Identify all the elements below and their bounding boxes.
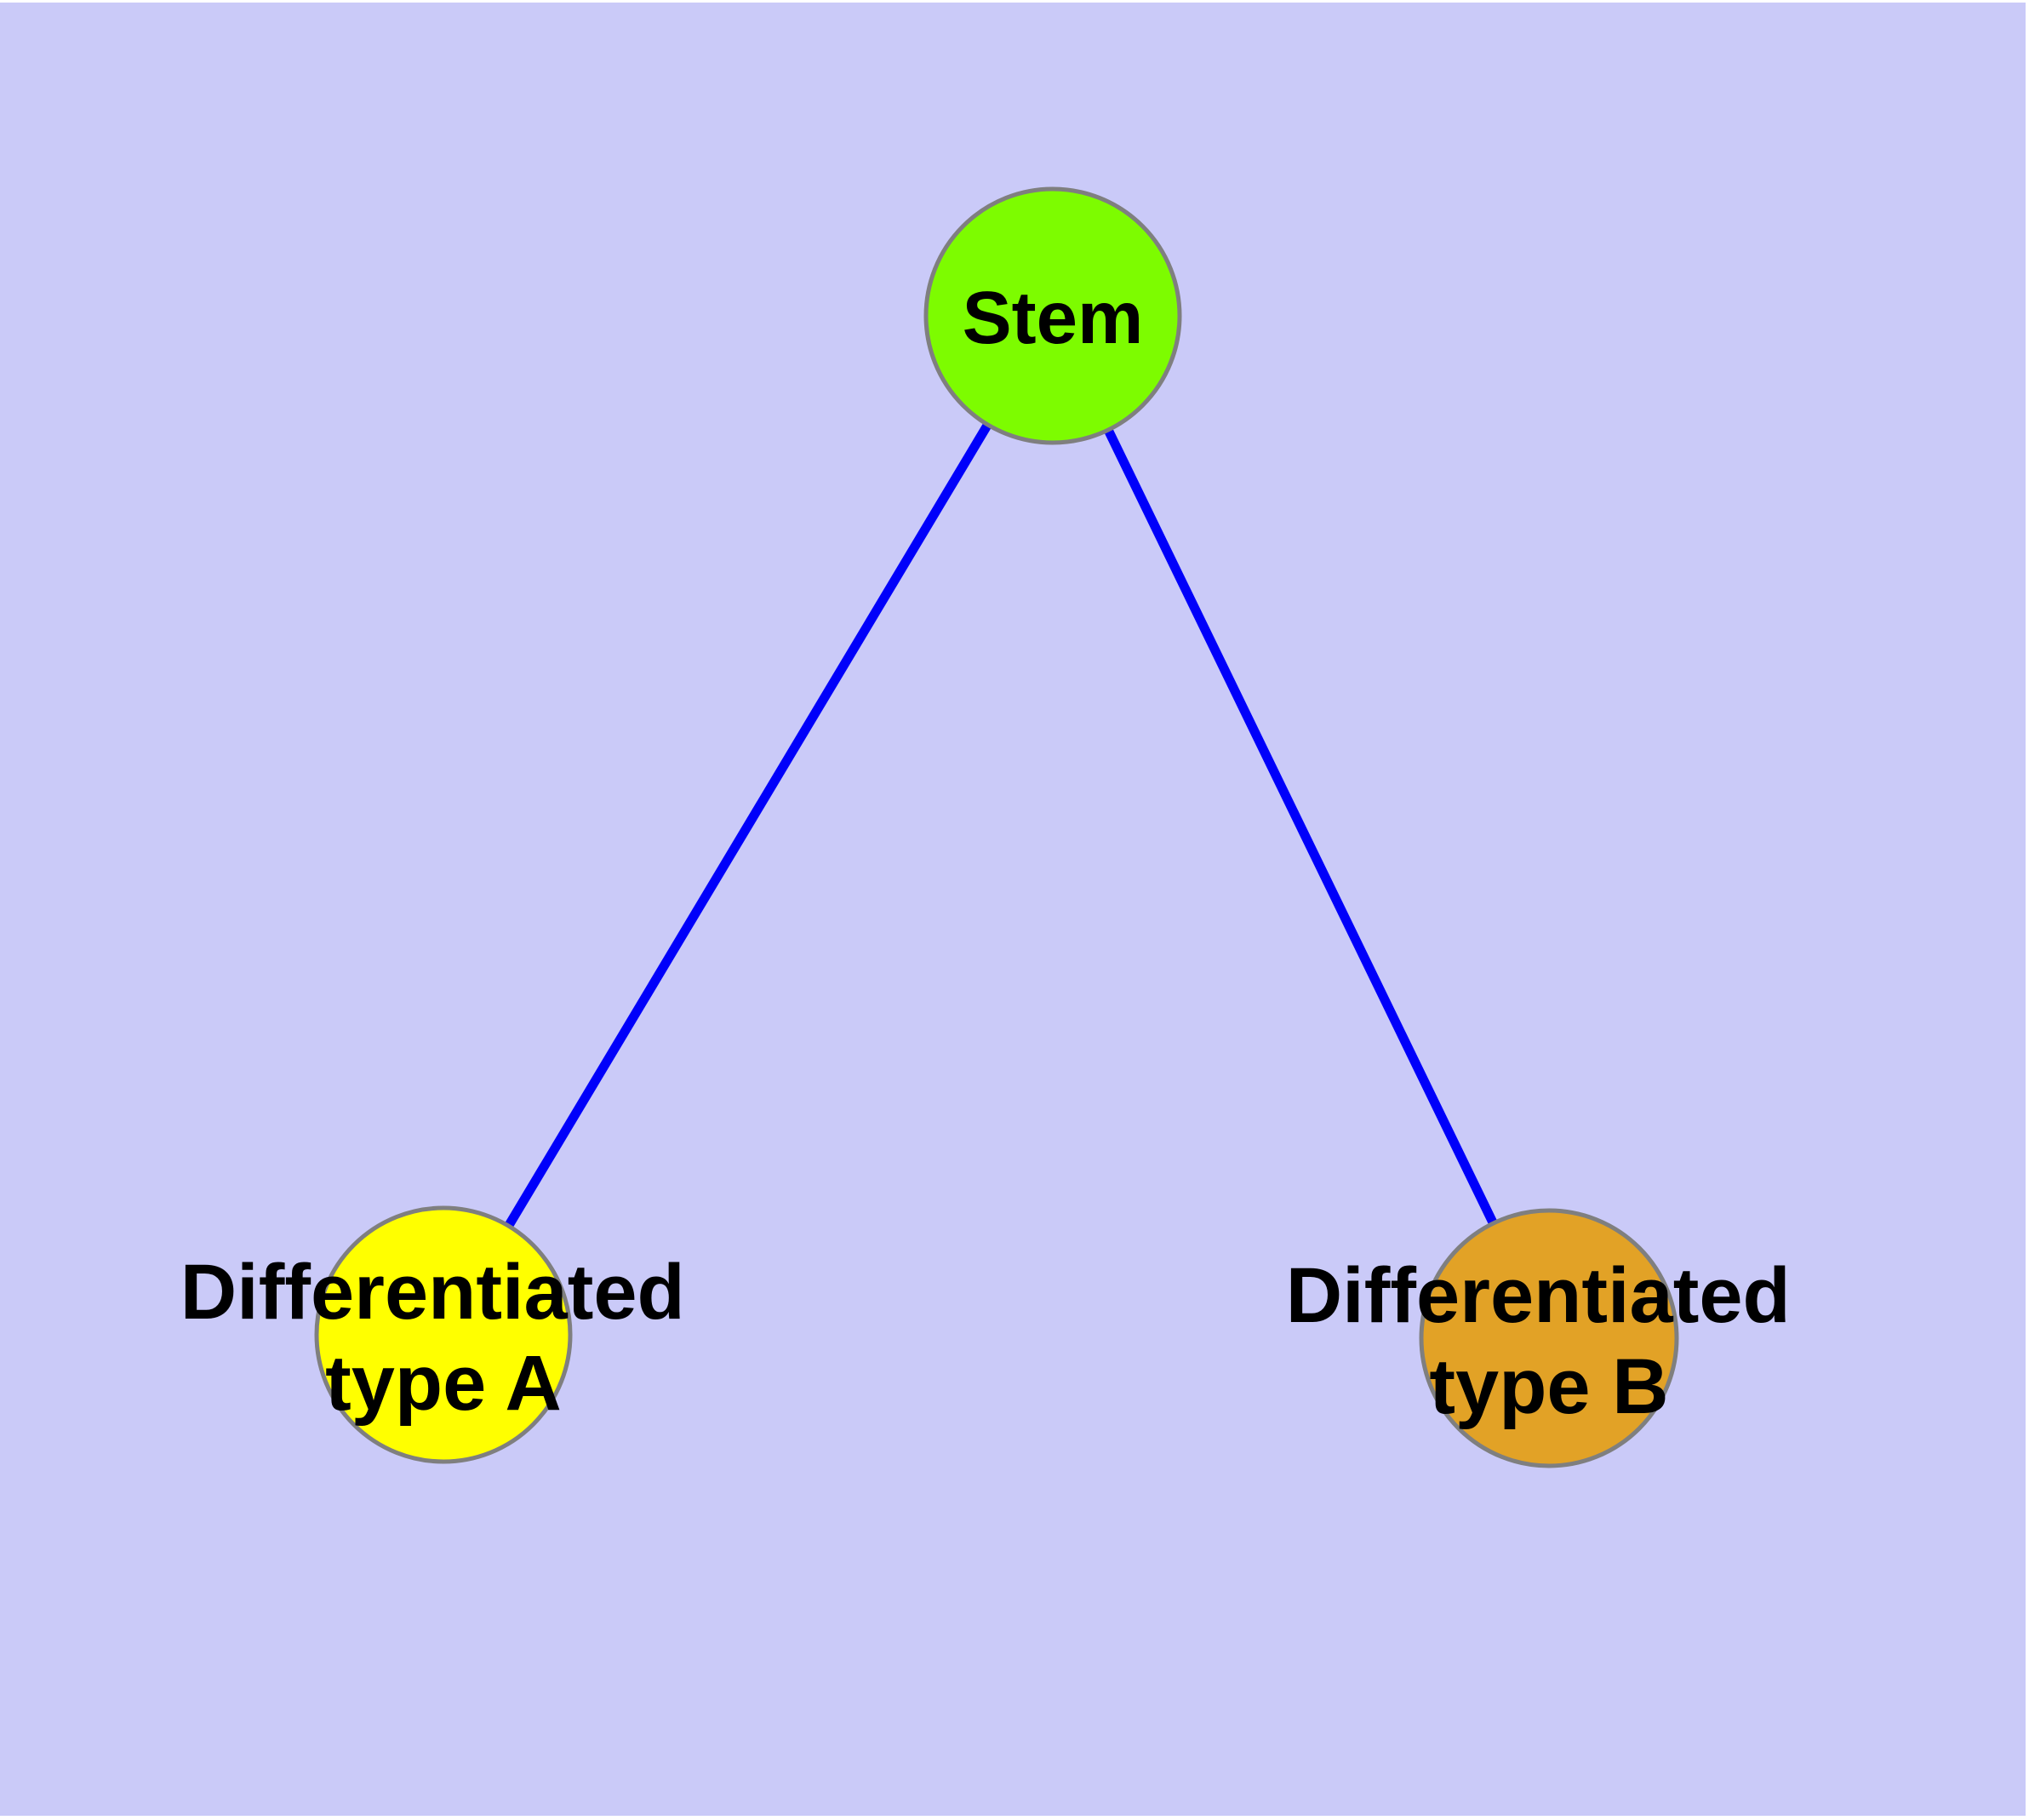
node-differentiated-type-b: Differentiated type B: [1286, 1208, 1813, 1468]
node-differentiated-type-b-label: Differentiated type B: [1286, 1252, 1813, 1430]
node-differentiated-type-b-label-line1: Differentiated: [1286, 1252, 1791, 1339]
node-differentiated-type-b-circle: [1419, 1208, 1679, 1468]
node-stem-circle: [923, 186, 1182, 445]
node-stem: Stem: [923, 186, 1182, 445]
node-differentiated-type-a-label-line2: type A: [325, 1340, 562, 1427]
node-stem-label: Stem: [963, 277, 1144, 359]
node-differentiated-type-a-label-line1: Differentiated: [180, 1249, 685, 1336]
node-differentiated-type-a: Differentiated type A: [180, 1205, 707, 1464]
node-differentiated-type-a-circle: [314, 1205, 573, 1464]
edge-stem-to-type-a: [439, 313, 1057, 1337]
edge-stem-to-type-b: [1049, 313, 1553, 1341]
node-differentiated-type-a-label: Differentiated type A: [180, 1249, 707, 1427]
node-differentiated-type-b-label-line2: type B: [1429, 1343, 1668, 1430]
